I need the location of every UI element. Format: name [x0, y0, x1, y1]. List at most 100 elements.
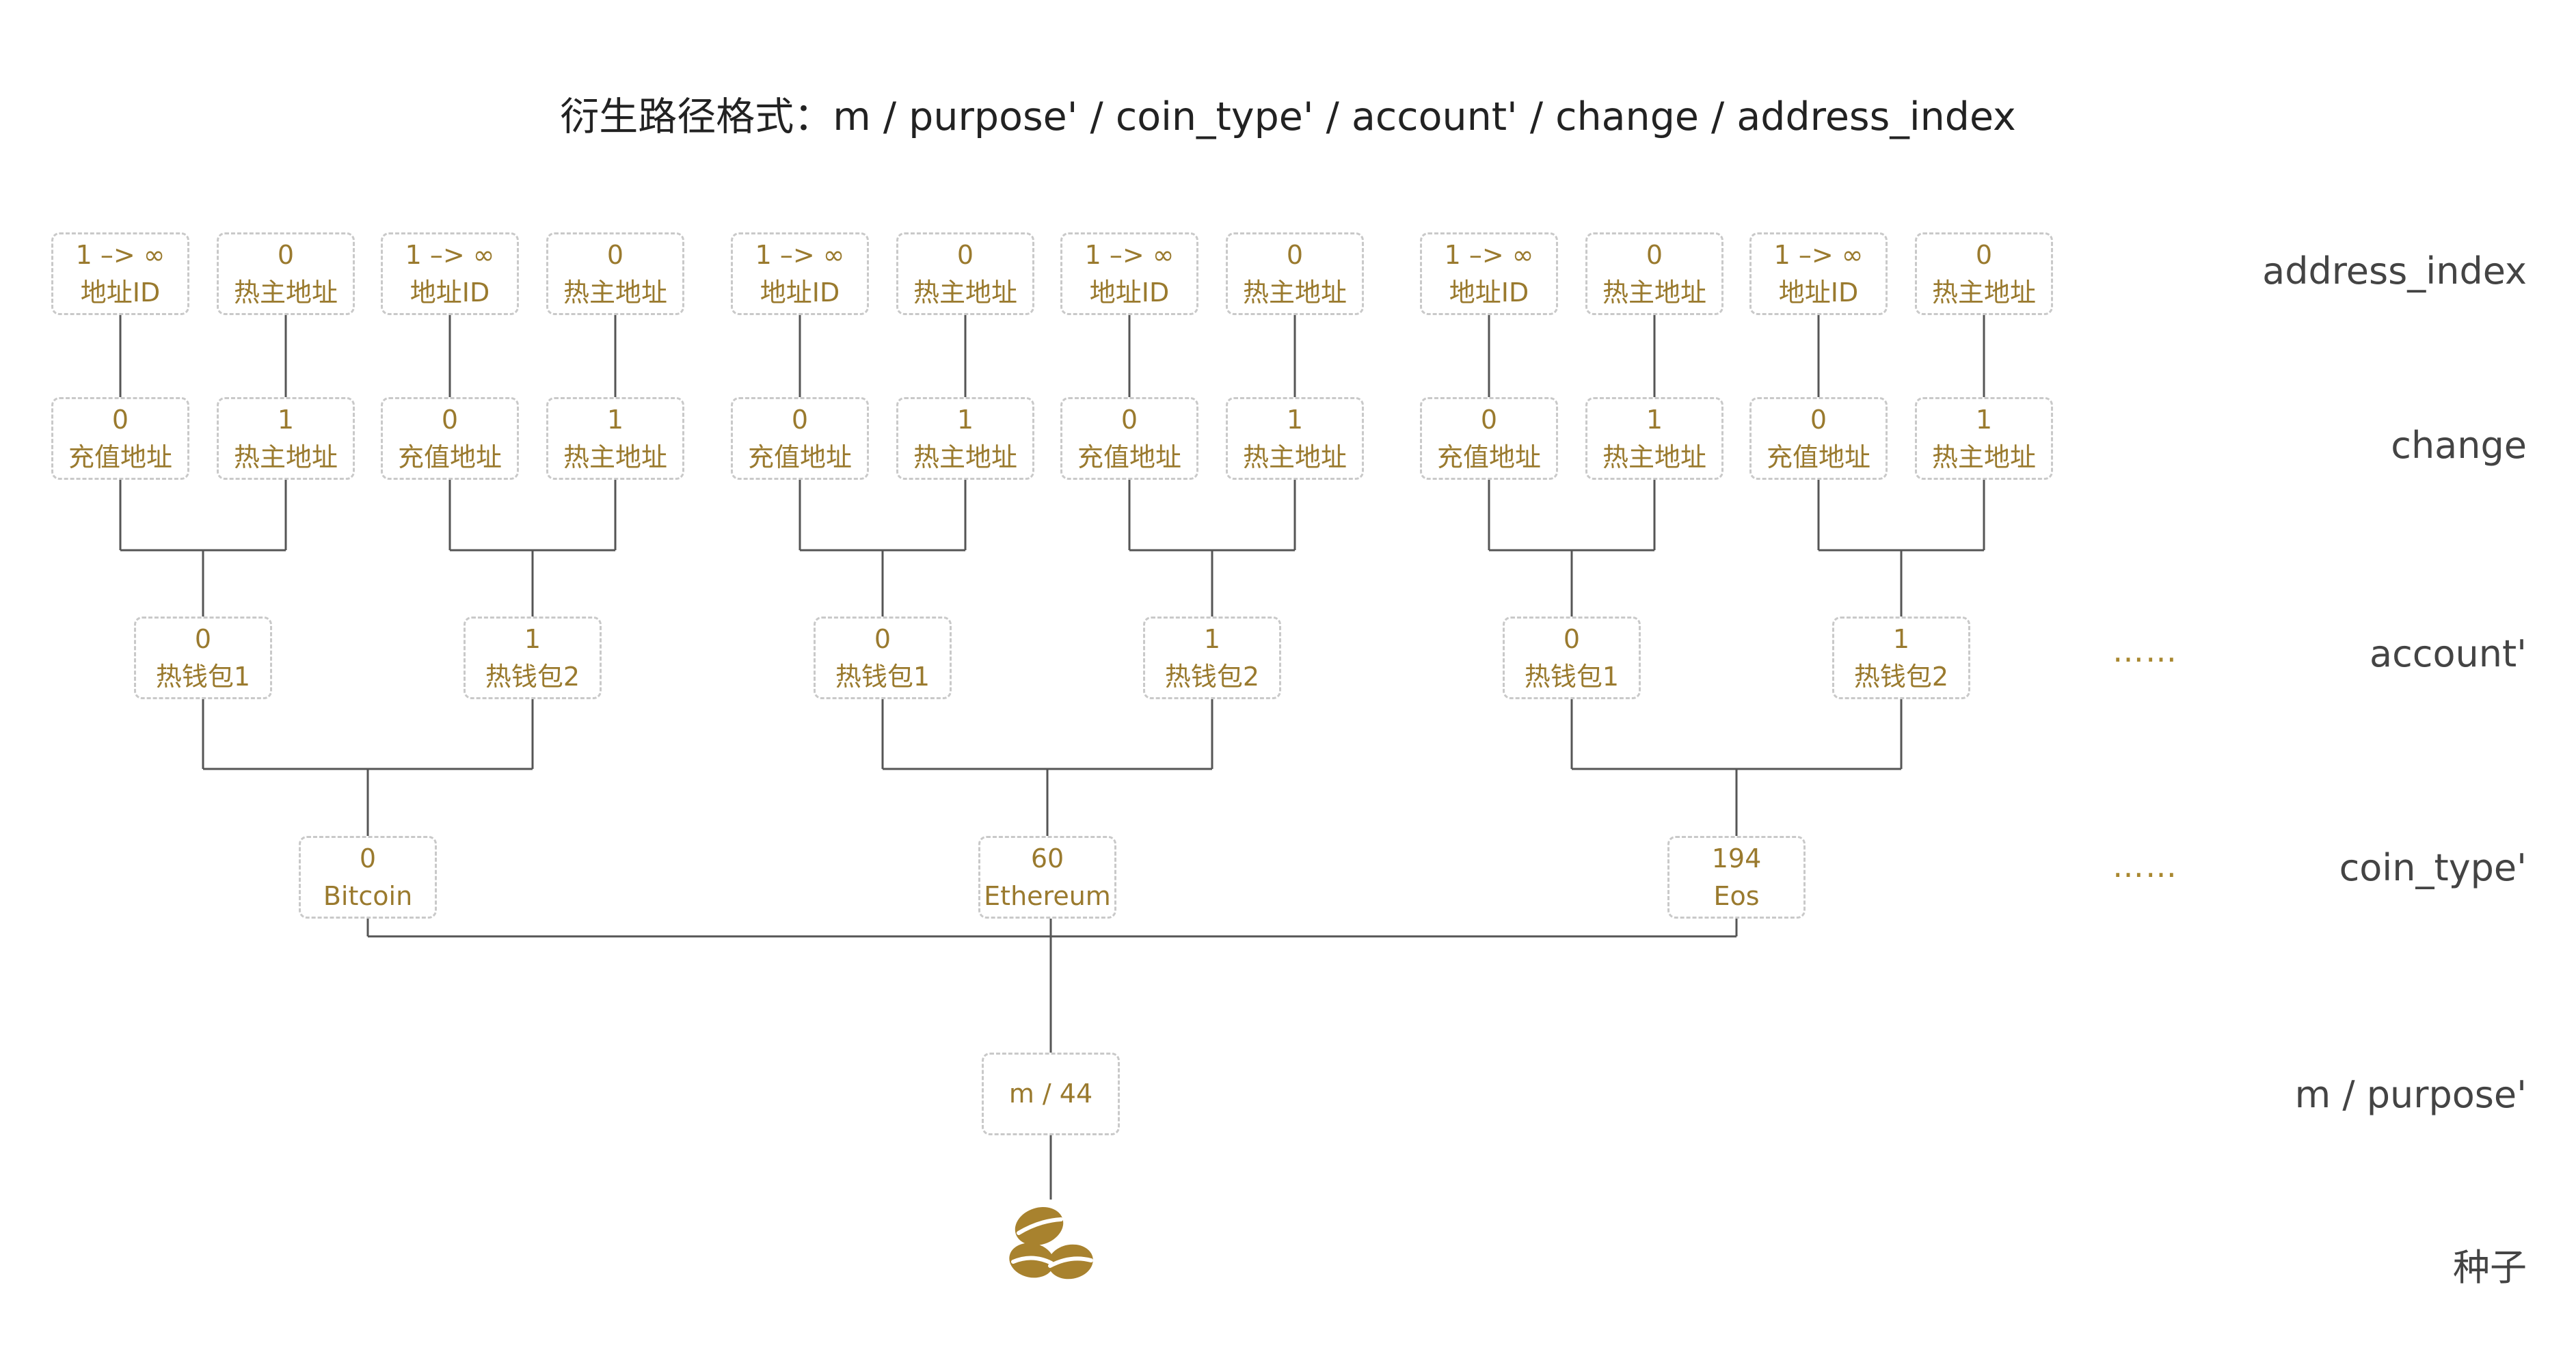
change-node: 0 充值地址: [381, 397, 519, 480]
address-index-node-value: 1 –> ∞: [1444, 240, 1534, 270]
change-node: 1 热主地址: [1585, 397, 1723, 480]
change-node-value: 1: [1286, 405, 1304, 435]
address-index-node-value: 1 –> ∞: [755, 240, 845, 270]
address-index-node-value: 1 –> ∞: [1084, 240, 1175, 270]
change-node-label: 热主地址: [913, 442, 1017, 472]
coin-node-label: Bitcoin: [323, 881, 413, 911]
change-node-value: 0: [441, 405, 459, 435]
address-index-node-label: 地址ID: [80, 278, 161, 308]
address-index-node: 0 热主地址: [217, 232, 355, 315]
change-node-value: 0: [1810, 405, 1827, 435]
change-node: 1 热主地址: [217, 397, 355, 480]
address-index-node-label: 地址ID: [410, 278, 490, 308]
coin-type-more-ellipsis: ……: [2112, 848, 2178, 884]
change-node: 1 热主地址: [1915, 397, 2053, 480]
change-node-value: 1: [956, 405, 974, 435]
change-node-value: 1: [1975, 405, 1993, 435]
account-node-label: 热钱包1: [1524, 662, 1620, 692]
change-node: 1 热主地址: [896, 397, 1034, 480]
coin-node-label: Eos: [1713, 881, 1760, 911]
level-label-account: account': [2370, 632, 2527, 675]
account-node-label: 热钱包2: [1164, 662, 1260, 692]
account-node-value: 1: [1203, 624, 1221, 654]
change-node-label: 充值地址: [397, 442, 502, 472]
change-node-label: 热主地址: [1931, 442, 2036, 472]
change-node-value: 1: [277, 405, 295, 435]
coin-node-value: 194: [1711, 843, 1762, 874]
address-index-node-value: 0: [606, 240, 624, 270]
account-node-value: 0: [194, 624, 212, 654]
account-node: 0 热钱包1: [134, 617, 272, 699]
address-index-node-label: 地址ID: [1089, 278, 1170, 308]
change-node: 0 充值地址: [1060, 397, 1198, 480]
address-index-node: 1 –> ∞ 地址ID: [731, 232, 869, 315]
account-node: 1 热钱包2: [1143, 617, 1281, 699]
address-index-node: 1 –> ∞ 地址ID: [51, 232, 189, 315]
account-node-value: 0: [1563, 624, 1581, 654]
address-index-node-value: 0: [277, 240, 295, 270]
account-node: 1 热钱包2: [464, 617, 602, 699]
change-node-label: 热主地址: [563, 442, 667, 472]
change-node-value: 0: [1480, 405, 1498, 435]
change-node: 1 热主地址: [1226, 397, 1364, 480]
coin-node-value: 60: [1030, 843, 1064, 874]
address-index-node: 0 热主地址: [1915, 232, 2053, 315]
address-index-node-label: 热主地址: [1931, 278, 2036, 308]
address-index-node-value: 1 –> ∞: [405, 240, 495, 270]
account-node-value: 1: [1892, 624, 1910, 654]
account-node-label: 热钱包1: [155, 662, 251, 692]
address-index-node-label: 地址ID: [1449, 278, 1529, 308]
address-index-node-label: 热主地址: [1242, 278, 1347, 308]
level-label-change: change: [2391, 424, 2527, 467]
root-node-purpose: m / 44: [982, 1053, 1120, 1135]
level-label-purpose: m / purpose': [2294, 1073, 2527, 1116]
change-node-label: 热主地址: [1242, 442, 1347, 472]
change-node-value: 1: [1646, 405, 1663, 435]
level-label-address-index: address_index: [2262, 249, 2527, 293]
change-node-value: 0: [111, 405, 129, 435]
diagram-title: 衍生路径格式：m / purpose' / coin_type' / accou…: [560, 94, 2016, 139]
account-node-label: 热钱包2: [1853, 662, 1949, 692]
address-index-node-value: 1 –> ∞: [1773, 240, 1864, 270]
address-index-node: 1 –> ∞ 地址ID: [381, 232, 519, 315]
address-index-node-label: 地址ID: [760, 278, 840, 308]
level-label-seed: 种子: [2453, 1246, 2527, 1289]
change-node: 0 充值地址: [1420, 397, 1558, 480]
account-node-value: 0: [874, 624, 891, 654]
account-more-ellipsis: ……: [2112, 632, 2178, 669]
address-index-node-label: 地址ID: [1778, 278, 1859, 308]
account-node: 0 热钱包1: [814, 617, 952, 699]
account-node-value: 1: [524, 624, 541, 654]
coin-node-label: Ethereum: [984, 881, 1111, 911]
change-node-label: 热主地址: [233, 442, 338, 472]
address-index-node-label: 热主地址: [563, 278, 667, 308]
level-label-coin-type: coin_type': [2339, 846, 2527, 889]
address-index-node-value: 1 –> ∞: [75, 240, 165, 270]
address-index-node: 1 –> ∞ 地址ID: [1060, 232, 1198, 315]
change-node-label: 充值地址: [1436, 442, 1541, 472]
account-node-label: 热钱包1: [835, 662, 930, 692]
address-index-node-value: 0: [956, 240, 974, 270]
address-index-node: 0 热主地址: [896, 232, 1034, 315]
change-node-label: 充值地址: [1077, 442, 1181, 472]
account-node-label: 热钱包2: [485, 662, 580, 692]
address-index-node-label: 热主地址: [913, 278, 1017, 308]
change-node-label: 充值地址: [747, 442, 852, 472]
account-node: 0 热钱包1: [1503, 617, 1641, 699]
change-node-label: 热主地址: [1602, 442, 1706, 472]
address-index-node-value: 0: [1975, 240, 1993, 270]
address-index-node-label: 热主地址: [233, 278, 338, 308]
address-index-node: 1 –> ∞ 地址ID: [1749, 232, 1888, 315]
change-node-value: 0: [1121, 405, 1138, 435]
